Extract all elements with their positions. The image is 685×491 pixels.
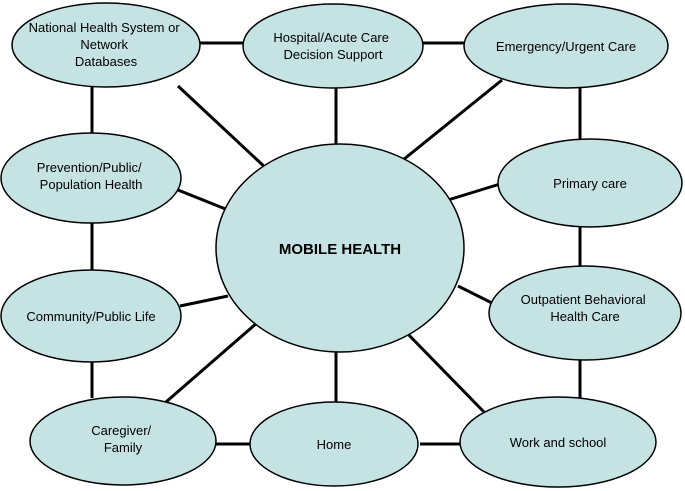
node-label-line: Network bbox=[80, 37, 128, 52]
connector-center-caregiver bbox=[165, 320, 259, 404]
node-label-line: Databases bbox=[75, 54, 138, 69]
node-label-line: National Health System or bbox=[29, 20, 181, 35]
node-outpatient-behavioral: Outpatient Behavioral Health Care bbox=[488, 265, 682, 361]
node-work-school: Work and school bbox=[459, 396, 657, 488]
node-label-line: Decision Support bbox=[284, 47, 383, 62]
node-home: Home bbox=[249, 401, 419, 487]
svg-text:Hospital/Acute Care Deci: Hospital/Acute Care Decision Support bbox=[273, 30, 392, 62]
node-mobile-health-center: MOBILE HEALTH bbox=[215, 143, 465, 353]
connector-center-prevention bbox=[177, 188, 229, 212]
svg-text:National Health System or: National Health System or Network Databa… bbox=[29, 20, 184, 69]
node-label-line: Primary care bbox=[553, 176, 627, 191]
node-label-line: Work and school bbox=[510, 435, 607, 450]
node-hospital-acute-care: Hospital/Acute Care Decision Support bbox=[242, 3, 424, 89]
node-emergency-urgent-care: Emergency/Urgent Care bbox=[463, 3, 669, 89]
center-label: MOBILE HEALTH bbox=[279, 241, 401, 258]
svg-text:Emergency/Urgent Care: Emergency/Urgent Care bbox=[496, 39, 636, 54]
node-label-line: Population Health bbox=[40, 177, 143, 192]
connector-center-national bbox=[176, 84, 270, 172]
svg-text:Prevention/Public/ Popul: Prevention/Public/ Population Health bbox=[37, 160, 145, 192]
connector-center-primary bbox=[447, 182, 501, 202]
node-label-line: Caregiver/ bbox=[91, 423, 151, 438]
svg-text:Home: Home bbox=[317, 437, 352, 452]
node-label-line: Prevention/Public/ bbox=[37, 160, 142, 175]
connector-center-community bbox=[179, 294, 229, 308]
connector-center-work bbox=[400, 326, 486, 414]
node-prevention-public-health: Prevention/Public/ Population Health bbox=[0, 132, 182, 224]
node-national-health-db: National Health System or Network Databa… bbox=[11, 2, 201, 88]
svg-text:Community/Public Life: Community/Public Life bbox=[26, 309, 155, 324]
node-label-line: Health Care bbox=[550, 309, 619, 324]
svg-text:Primary care: Primary care bbox=[553, 176, 627, 191]
connectors bbox=[90, 41, 582, 446]
node-community-public-life: Community/Public Life bbox=[0, 269, 182, 363]
node-label-line: Family bbox=[104, 440, 143, 455]
node-label-line: Home bbox=[317, 437, 352, 452]
connector-center-emergency bbox=[397, 78, 503, 166]
node-label-line: Hospital/Acute Care bbox=[273, 30, 389, 45]
node-caregiver-family: Caregiver/ Family bbox=[29, 396, 217, 486]
node-label-line: Emergency/Urgent Care bbox=[496, 39, 636, 54]
node-primary-care: Primary care bbox=[497, 138, 683, 228]
node-label-line: Community/Public Life bbox=[26, 309, 155, 324]
svg-text:Work and school: Work and school bbox=[510, 435, 607, 450]
svg-text:Caregiver/ Family: Caregiver/ Family bbox=[91, 423, 155, 455]
node-label-line: Outpatient Behavioral bbox=[521, 292, 646, 307]
svg-text:Outpatient Behavioral He: Outpatient Behavioral Health Care bbox=[521, 292, 650, 324]
